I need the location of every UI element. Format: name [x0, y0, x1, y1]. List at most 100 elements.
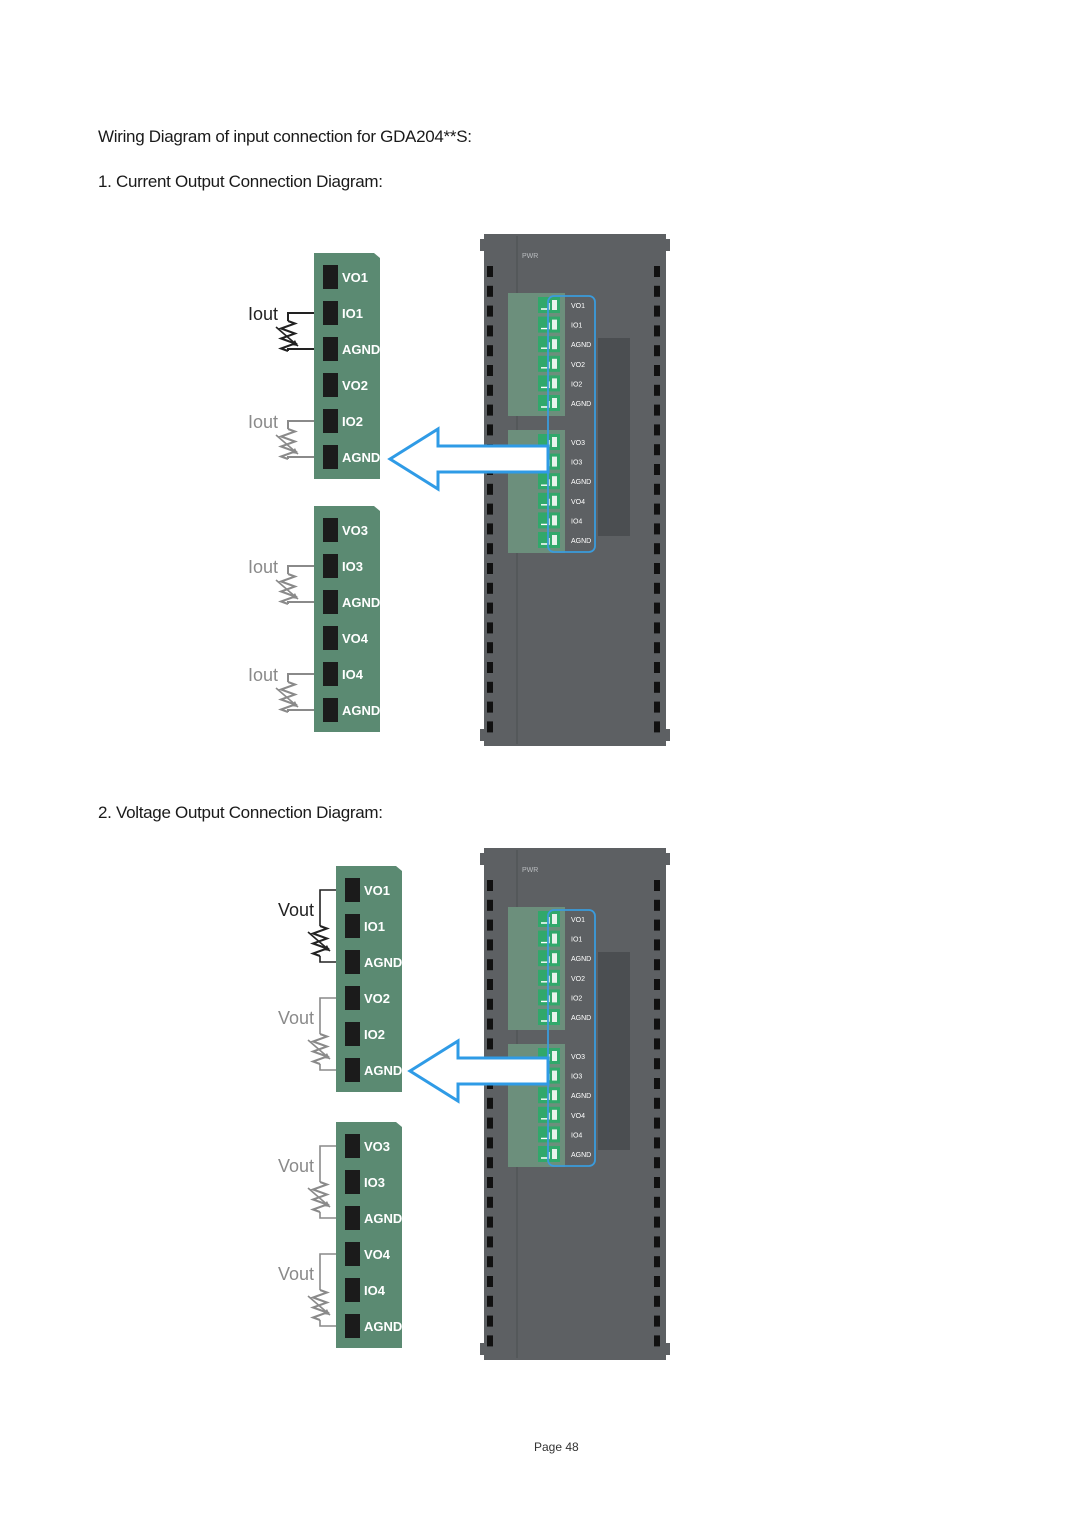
current-left-vent-24	[487, 721, 493, 733]
voltage-strip-b-screw-terminal-6	[345, 1314, 360, 1338]
voltage-terminal-screw-3	[552, 953, 557, 964]
voltage-terminal-screw-9	[552, 1090, 557, 1101]
iout-resistor-4-wiper-arrowhead	[291, 701, 298, 707]
voltage-right-vent-6	[654, 979, 660, 990]
current-strip-b-screw-terminal-4	[323, 626, 338, 650]
voltage-right-vent-17	[654, 1196, 660, 1208]
vout-wire-bottom-4	[319, 1320, 336, 1327]
voltage-terminal-pin-10	[541, 1112, 550, 1120]
current-terminal-label-1: VO1	[571, 303, 585, 310]
voltage-right-vent-12	[654, 1097, 660, 1109]
voltage-right-vent-8	[654, 1018, 660, 1030]
iout-resistor-2	[278, 428, 298, 460]
voltage-terminal-pin-6	[541, 1015, 550, 1022]
voltage-terminal-screw-7	[552, 1051, 557, 1061]
current-left-vent-15	[487, 543, 493, 555]
voltage-right-vent-5	[654, 959, 660, 971]
iout-label-2: Iout	[248, 412, 278, 432]
current-right-vent-7	[654, 384, 660, 396]
voltage-left-vent-14	[487, 1137, 493, 1149]
current-strip-a-screw-terminal-5	[323, 409, 338, 433]
current-strip-a-screw-terminal-4	[323, 373, 338, 397]
current-terminal-screw-9	[552, 476, 557, 487]
current-left-vent-23	[487, 701, 493, 713]
current-terminal-label-4: VO2	[571, 362, 585, 369]
voltage-left-vent-21	[487, 1276, 493, 1287]
current-left-vent-3	[487, 305, 493, 317]
vout-resistor-3-wiper-arrowhead	[323, 1201, 330, 1207]
current-left-vent-21	[487, 662, 493, 673]
voltage-terminal-screw-5	[552, 992, 557, 1003]
iout-wire-top-3	[287, 565, 314, 574]
voltage-left-vent-4	[487, 939, 493, 951]
voltage-strip-a-terminal-label-3: AGND	[364, 955, 402, 970]
vout-wire-bottom-3	[319, 1212, 336, 1219]
current-terminal-label-11: IO4	[571, 518, 582, 525]
current-right-vent-9	[654, 424, 660, 436]
current-right-vent-24	[654, 721, 660, 733]
voltage-right-vent-14	[654, 1137, 660, 1149]
current-right-vent-4	[654, 325, 660, 337]
iout-wire-top-2	[287, 420, 314, 429]
voltage-terminal-label-7: VO3	[571, 1054, 585, 1061]
voltage-terminal-label-1: VO1	[571, 917, 585, 924]
current-terminal-pin-12	[541, 538, 550, 545]
current-right-vent-15	[654, 543, 660, 555]
current-left-vent-16	[487, 563, 493, 574]
current-terminal-pin-2	[541, 322, 550, 330]
current-terminal-label-8: IO3	[571, 460, 582, 467]
iout-wire-bottom-4	[287, 709, 314, 712]
iout-label-3: Iout	[248, 557, 278, 577]
voltage-right-vent-22	[654, 1295, 660, 1307]
voltage-strip-a-terminal-label-2: IO1	[364, 919, 385, 934]
current-terminal-label-6: AGND	[571, 401, 591, 408]
voltage-strip-b-terminal-label-3: AGND	[364, 1211, 402, 1226]
current-right-vent-10	[654, 444, 660, 456]
voltage-left-vent-24	[487, 1335, 493, 1347]
vout-wire-top-2	[319, 997, 336, 1034]
current-left-vent-5	[487, 345, 493, 357]
current-left-vent-18	[487, 602, 493, 614]
current-right-vent-11	[654, 464, 660, 475]
voltage-right-vent-7	[654, 998, 660, 1010]
section-2-heading: 2. Voltage Output Connection Diagram:	[98, 803, 383, 822]
current-strip-a-terminal-label-4: VO2	[342, 378, 368, 393]
iout-resistor-4	[278, 681, 298, 713]
voltage-left-vent-7	[487, 998, 493, 1010]
voltage-right-vent-1	[654, 880, 660, 891]
voltage-right-vent-15	[654, 1157, 660, 1169]
voltage-terminal-label-5: IO2	[571, 995, 582, 1002]
voltage-terminal-label-10: VO4	[571, 1113, 585, 1120]
iout-resistor-1	[278, 320, 298, 352]
voltage-right-vent-23	[654, 1315, 660, 1327]
voltage-direction-arrow	[407, 1038, 550, 1104]
voltage-terminal-pin-4	[541, 975, 550, 983]
current-terminal-label-10: VO4	[571, 499, 585, 506]
voltage-right-vent-20	[654, 1256, 660, 1268]
current-left-vent-2	[487, 285, 493, 297]
current-left-vent-19	[487, 622, 493, 634]
voltage-strip-b-screw-terminal-5	[345, 1278, 360, 1302]
voltage-right-vent-4	[654, 939, 660, 951]
current-strip-a-terminal-label-1: VO1	[342, 270, 368, 285]
current-strip-a-screw-terminal-6	[323, 445, 338, 469]
current-terminal-label-2: IO1	[571, 323, 582, 330]
vout-resistor-4-wiper-arrowhead	[323, 1309, 330, 1315]
current-terminal-screw-1	[552, 300, 557, 310]
current-terminal-screw-5	[552, 378, 557, 389]
voltage-right-vent-11	[654, 1078, 660, 1089]
current-left-vent-7	[487, 384, 493, 396]
voltage-left-vent-1	[487, 880, 493, 891]
current-right-vent-2	[654, 285, 660, 297]
current-pwr-label: PWR	[522, 253, 538, 260]
current-strip-a-screw-terminal-1	[323, 265, 338, 289]
current-right-vent-21	[654, 662, 660, 673]
section-1-heading: 1. Current Output Connection Diagram:	[98, 172, 383, 191]
vout-wire-bottom-1	[319, 956, 336, 963]
voltage-terminal-label-6: AGND	[571, 1015, 591, 1022]
current-strip-b-terminal-label-2: IO3	[342, 559, 363, 574]
vout-wire-top-3	[319, 1145, 336, 1182]
current-right-vent-5	[654, 345, 660, 357]
voltage-strip-b-terminal-label-6: AGND	[364, 1319, 402, 1334]
